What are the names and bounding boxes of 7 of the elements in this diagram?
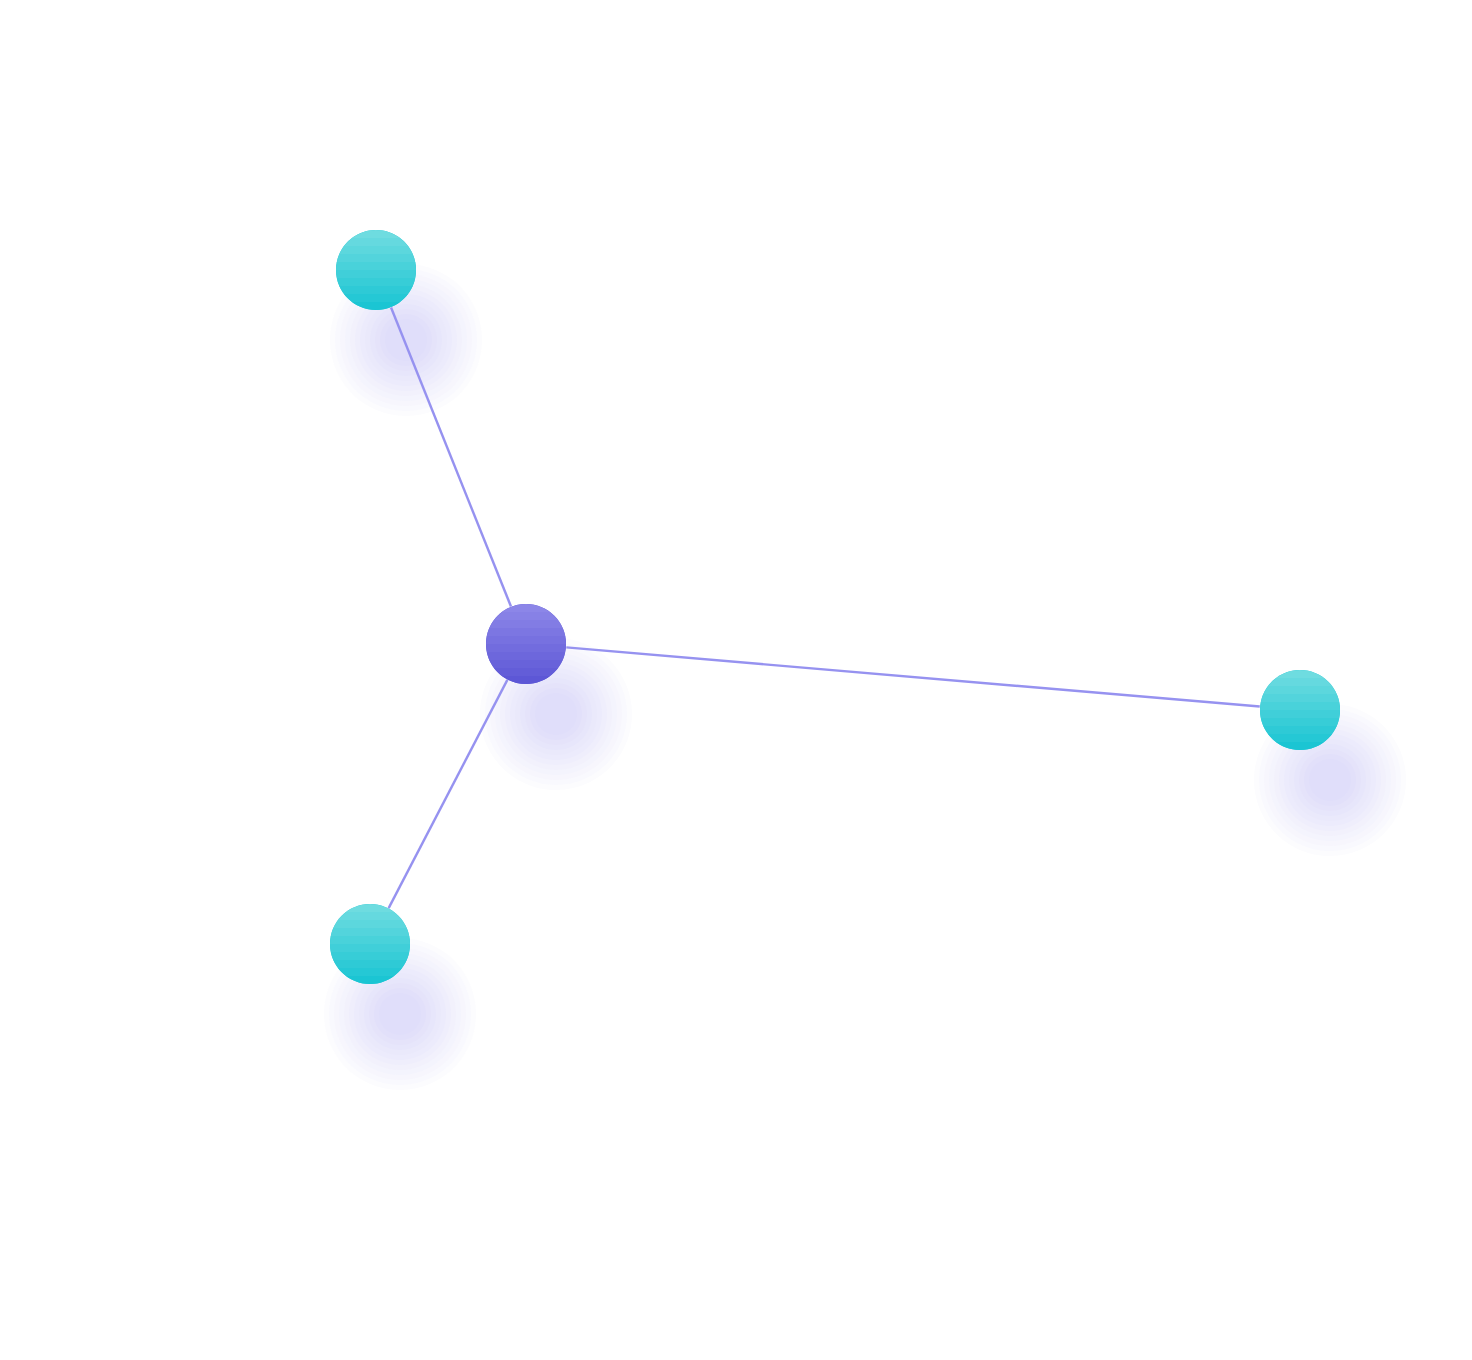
sphere-node <box>1260 670 1340 750</box>
sphere-node <box>336 230 416 310</box>
connector-line <box>389 307 513 607</box>
sphere-node <box>486 604 566 684</box>
sphere-node <box>330 904 410 984</box>
connector-line <box>566 646 1260 708</box>
connector-line <box>387 679 509 909</box>
